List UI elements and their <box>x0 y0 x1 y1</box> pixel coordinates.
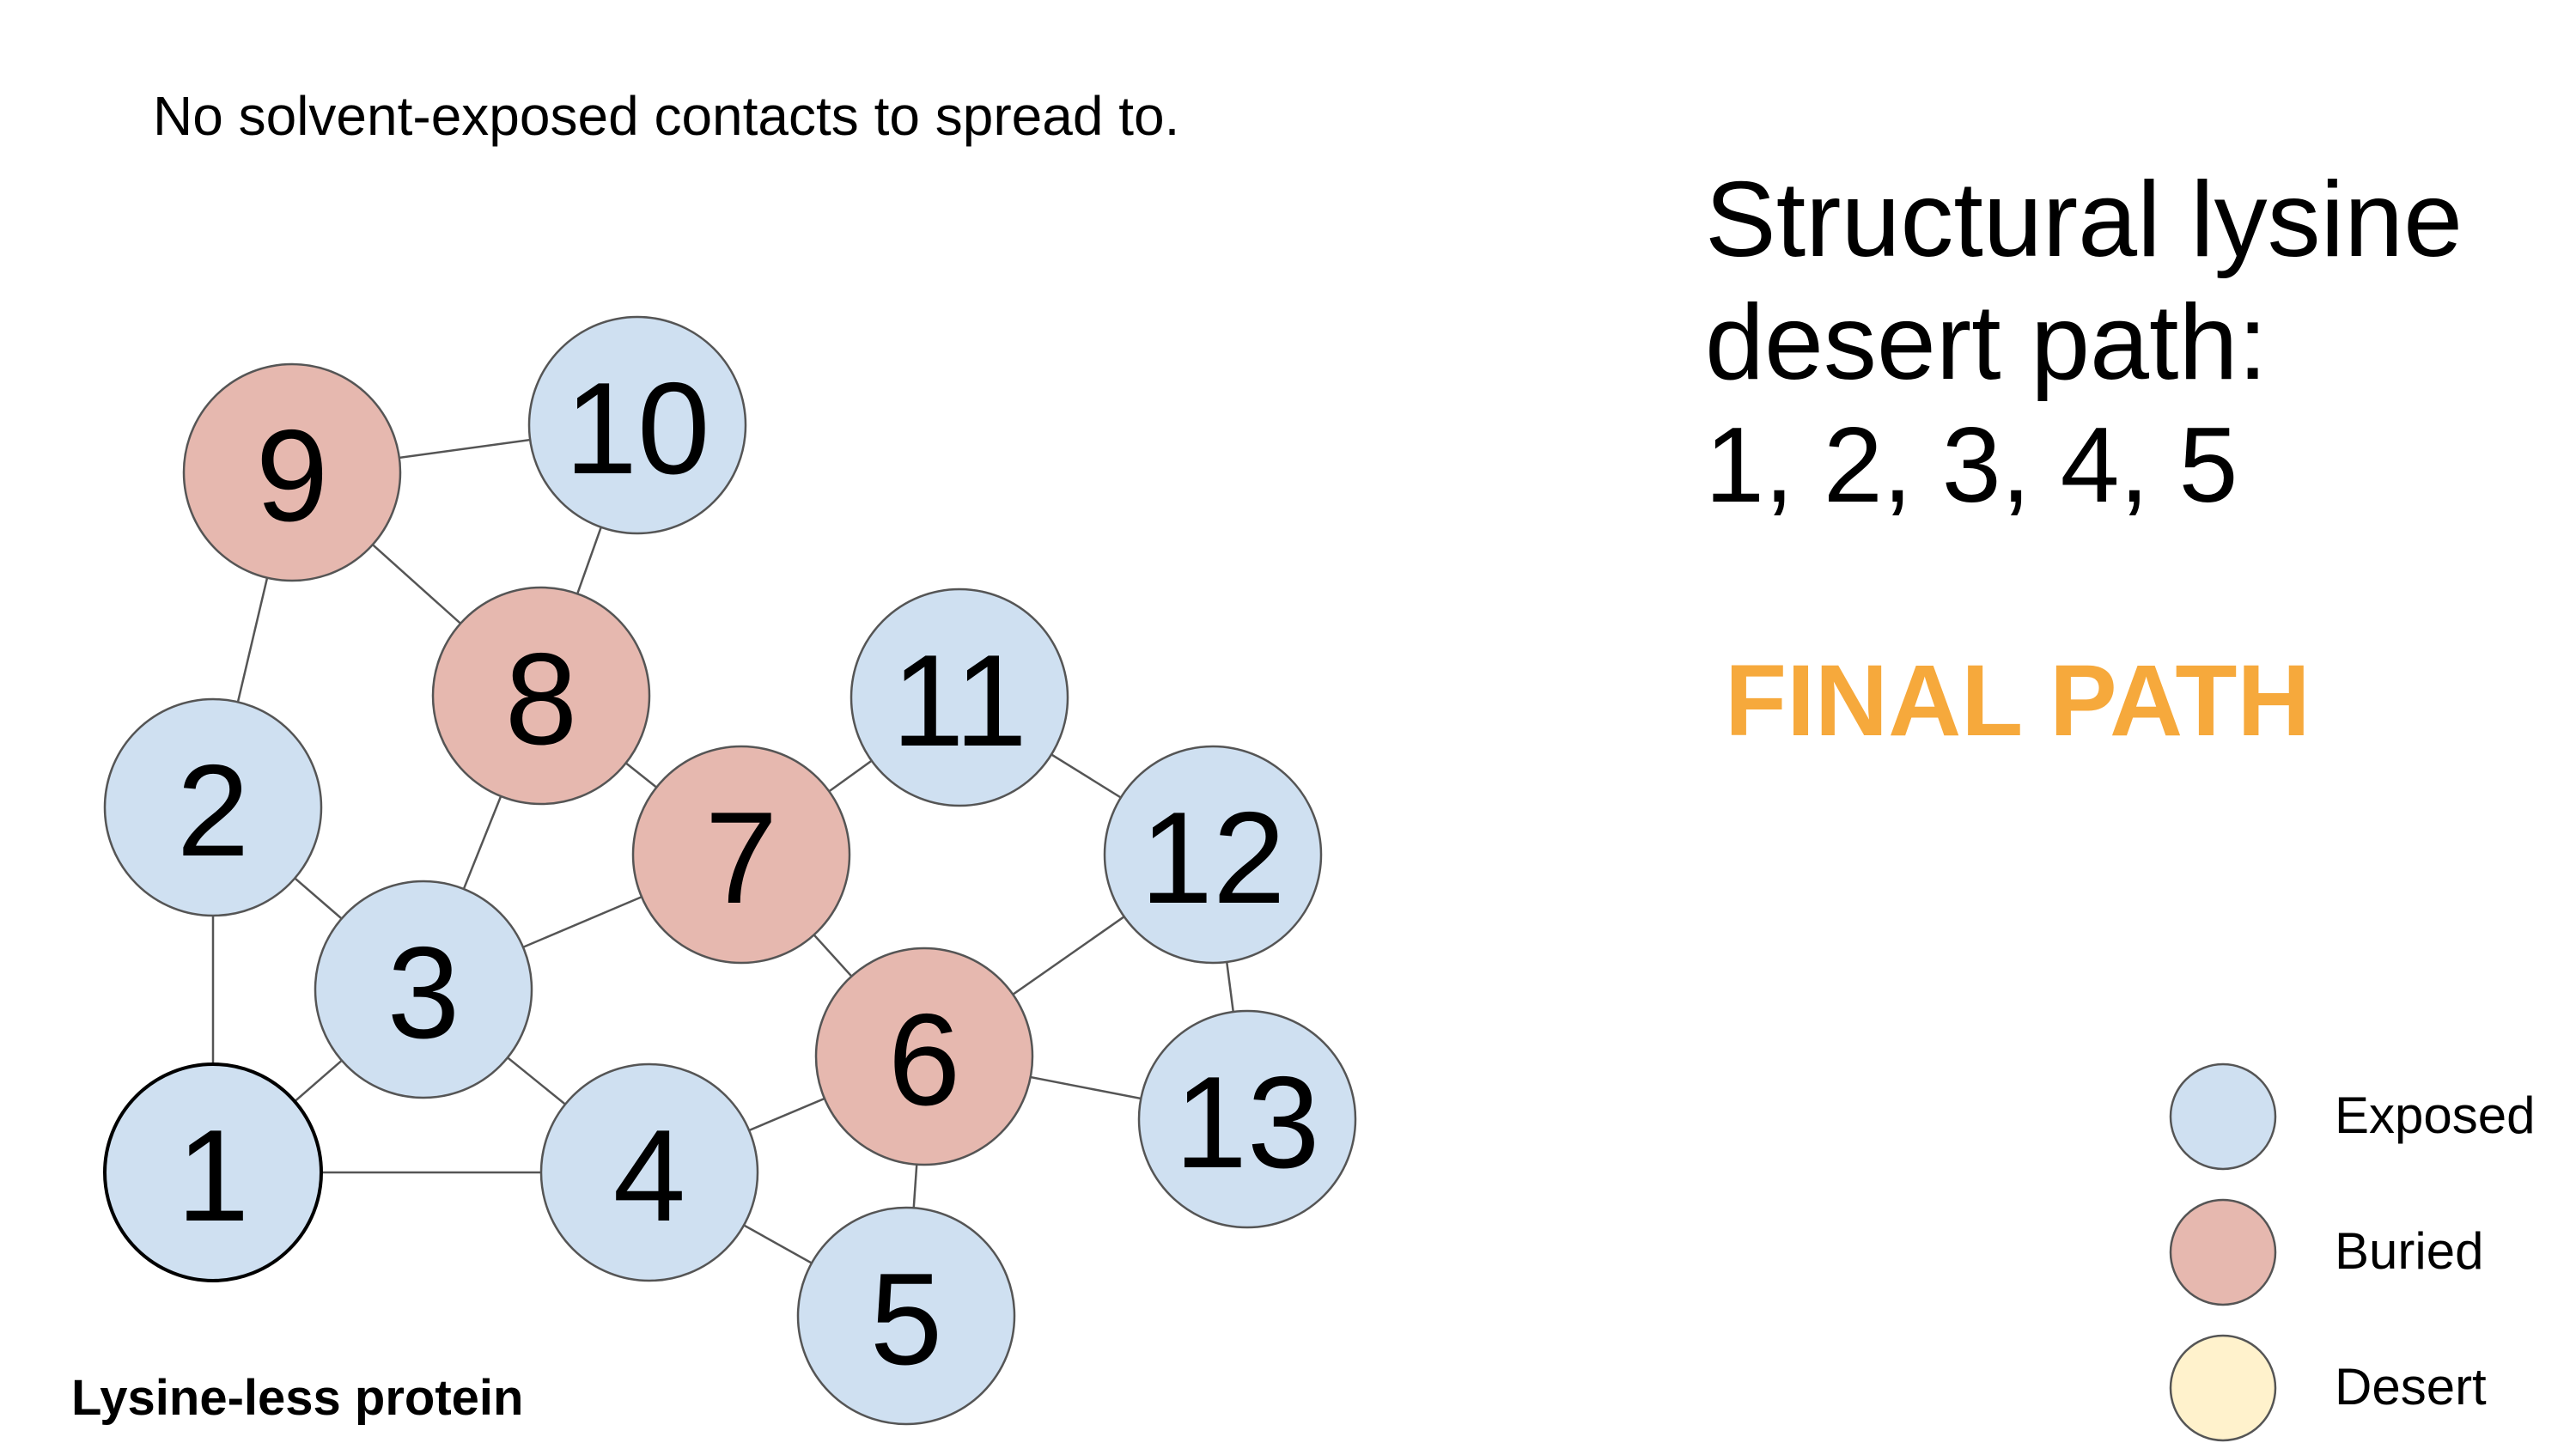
node-3-circle <box>314 880 533 1099</box>
node-13-label: 13 <box>1174 1050 1319 1196</box>
node-5-label: 5 <box>870 1246 943 1392</box>
node-13: 13 <box>1137 1009 1357 1229</box>
node-7: 7 <box>631 745 851 965</box>
node-10-label: 10 <box>564 356 709 502</box>
legend-swatch-exposed <box>2169 1062 2277 1171</box>
node-3: 3 <box>314 880 533 1099</box>
legend-swatch-desert <box>2169 1334 2277 1442</box>
node-2-circle <box>103 697 323 917</box>
node-12: 12 <box>1103 745 1323 965</box>
node-6: 6 <box>814 947 1034 1166</box>
node-10-circle <box>527 315 747 535</box>
node-9-circle <box>182 362 402 582</box>
node-4: 4 <box>539 1062 759 1282</box>
protein-label: Lysine-less protein <box>71 1370 524 1426</box>
node-10: 10 <box>527 315 747 535</box>
node-2: 2 <box>103 697 323 917</box>
node-6-circle <box>814 947 1034 1166</box>
node-8: 8 <box>431 586 651 806</box>
node-8-label: 8 <box>505 626 578 772</box>
node-1-circle <box>103 1062 323 1282</box>
node-7-circle <box>631 745 851 965</box>
legend-swatch-buried <box>2169 1198 2277 1306</box>
node-12-circle <box>1103 745 1323 965</box>
path-heading-line-3: 1, 2, 3, 4, 5 <box>1705 406 2238 525</box>
legend-label-buried: Buried <box>2335 1222 2484 1280</box>
node-5: 5 <box>796 1206 1016 1426</box>
node-8-circle <box>431 586 651 806</box>
node-5-circle <box>796 1206 1016 1426</box>
node-3-label: 3 <box>387 920 460 1066</box>
legend-label-desert: Desert <box>2335 1358 2487 1416</box>
node-7-label: 7 <box>705 785 778 931</box>
node-1: 1 <box>103 1062 323 1282</box>
node-2-label: 2 <box>177 738 250 884</box>
node-1-label: 1 <box>177 1103 250 1249</box>
path-heading-line-2: desert path: <box>1705 283 2268 402</box>
legend-swatches <box>2169 1062 2277 1442</box>
node-9: 9 <box>182 362 402 582</box>
final-path-label: FINAL PATH <box>1725 644 2311 758</box>
node-6-label: 6 <box>888 987 961 1133</box>
node-12-label: 12 <box>1140 785 1285 931</box>
node-11-circle <box>850 588 1069 807</box>
node-11: 11 <box>850 588 1069 807</box>
node-4-circle <box>539 1062 759 1282</box>
path-heading: Structural lysine desert path: 1, 2, 3, … <box>1705 159 2463 527</box>
node-9-label: 9 <box>256 403 329 549</box>
node-4-label: 4 <box>613 1103 686 1249</box>
path-heading-line-1: Structural lysine <box>1705 161 2463 279</box>
status-caption: No solvent-exposed contacts to spread to… <box>153 85 1180 147</box>
node-13-circle <box>1137 1009 1357 1229</box>
node-11-label: 11 <box>892 628 1027 774</box>
legend-label-exposed: Exposed <box>2335 1087 2536 1144</box>
